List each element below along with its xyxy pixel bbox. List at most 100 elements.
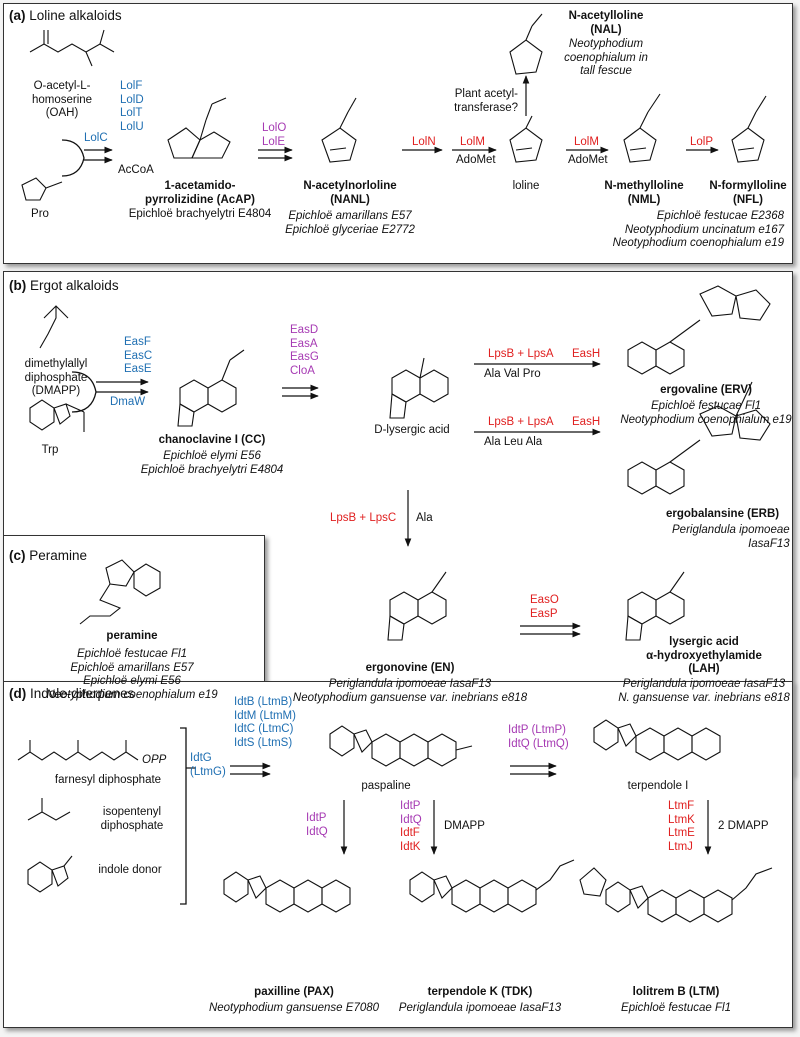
- nal-name: N-acetylloline(NAL): [568, 10, 644, 36]
- tdk-organism: Periglandula ipomoeae IasaF13: [398, 1002, 562, 1014]
- en-name: ergonovine (EN): [365, 662, 455, 674]
- panel-a-title: (a) Loline alkaloids: [9, 8, 122, 23]
- enzyme-idtg: IdtG(LtmG): [190, 752, 226, 778]
- enzyme-loln: LolN: [412, 136, 436, 148]
- enzyme-lolm-2: LolM: [574, 136, 599, 148]
- nal-structure: [509, 13, 543, 75]
- oah-structure: [29, 29, 115, 67]
- acap-organism: Epichloë brachyelytri E4804: [128, 208, 272, 220]
- cc-structure: [177, 349, 245, 427]
- en-structure: [387, 571, 447, 641]
- tdk-name: terpendole K (TDK): [427, 986, 533, 998]
- enzymes-idtp-idtq: IdtP (LtmP)IdtQ (LtmQ): [508, 724, 569, 750]
- enzyme-dmaw: DmaW: [110, 396, 146, 408]
- loline-name: loline: [512, 180, 540, 192]
- enzyme-eash-2: EasH: [572, 416, 601, 428]
- lysergic-name: D-lysergic acid: [374, 424, 450, 436]
- lysergic-structure: [389, 357, 449, 419]
- terpendole-i-structure: [593, 719, 721, 761]
- dmapp-structure: [39, 305, 69, 349]
- indole-donor-structure: [27, 855, 73, 893]
- opp-label: OPP: [142, 754, 167, 766]
- oah-label: O-acetyl-L-homoserine(OAH): [31, 80, 93, 119]
- erb-name: ergobalansine (ERB): [666, 508, 780, 520]
- loline-structure: [509, 115, 543, 163]
- enzyme-lolc: LolC: [84, 132, 108, 144]
- merge-arrow-a: [61, 139, 85, 177]
- nml-structure: [623, 93, 661, 163]
- acap-name: 1-acetamido-pyrrolizidine (AcAP): [145, 180, 255, 206]
- ltm-structure: [579, 867, 773, 923]
- bracket-d: [180, 727, 187, 905]
- paspaline-name: paspaline: [361, 780, 411, 792]
- plant-acetyltransferase: Plant acetyl-transferase?: [454, 88, 518, 114]
- panel-b-title: (b) Ergot alkaloids: [9, 278, 119, 293]
- panel-c-title: (c) Peramine: [9, 548, 88, 563]
- erb-structure: [627, 381, 771, 495]
- erv-name: ergovaline (ERV): [660, 384, 752, 396]
- enzymes-lpsb-lpsc: LpsB + LpsC: [330, 512, 397, 524]
- adomet-1: AdoMet: [456, 154, 496, 166]
- tdk-structure: [409, 859, 575, 913]
- ala-label: Ala: [416, 512, 433, 524]
- nanl-name: N-acetylnorloline(NANL): [303, 180, 397, 206]
- paspaline-structure: [329, 725, 473, 767]
- fpp-structure: [17, 740, 139, 761]
- pro-structure: [21, 177, 63, 201]
- amino-acids-erb: Ala Leu Ala: [484, 436, 543, 448]
- panel-d-title: (d) Indole-diterpenes: [9, 686, 135, 701]
- acoa-label: AcCoA: [118, 164, 154, 176]
- ltm-name: lolitrem B (LTM): [632, 986, 720, 998]
- panel-a-loline: [3, 3, 793, 264]
- trp-label: Trp: [41, 444, 59, 456]
- ipp-structure: [27, 798, 71, 821]
- panel-d-indole-diterpenes: [3, 681, 793, 1028]
- enzymes-idtb-idts: IdtB (LtmB)IdtM (LtmM)IdtC (LtmC)IdtS (L…: [234, 696, 296, 749]
- cc-name: chanoclavine I (CC): [158, 434, 266, 446]
- indole-donor-label: indole donor: [98, 864, 162, 876]
- peramine-name: peramine: [106, 630, 158, 642]
- trp-structure: [29, 399, 85, 432]
- nml-name: N-methylloline(NML): [604, 180, 684, 206]
- nfl-name: N-formylloline(NFL): [709, 180, 787, 206]
- pax-name: paxilline (PAX): [254, 986, 334, 998]
- enzymes-lps-erb: LpsB + LpsA: [488, 416, 554, 428]
- enzymes-lps-erv: LpsB + LpsA: [488, 348, 554, 360]
- erv-structure: [627, 285, 771, 375]
- lah-structure: [625, 571, 685, 641]
- enzyme-eash-1: EasH: [572, 348, 601, 360]
- pax-organism: Neotyphodium gansuense E7080: [208, 1002, 380, 1014]
- acap-structure: [167, 97, 231, 159]
- enzyme-lolp: LolP: [690, 136, 714, 148]
- fpp-label: farnesyl diphosphate: [54, 774, 162, 786]
- nfl-structure: [731, 95, 767, 163]
- adomet-2: AdoMet: [568, 154, 608, 166]
- terpendole-i-name: terpendole I: [627, 780, 689, 792]
- pax-structure: [223, 871, 351, 913]
- dmapp-ltm: 2 DMAPP: [718, 820, 769, 832]
- peramine-structure: [79, 559, 161, 625]
- dmapp-tdk: DMAPP: [444, 820, 485, 832]
- enzyme-lolm-1: LolM: [460, 136, 485, 148]
- ltm-organism: Epichloë festucae Fl1: [621, 1002, 731, 1014]
- amino-acids-erv: Ala Val Pro: [484, 368, 541, 380]
